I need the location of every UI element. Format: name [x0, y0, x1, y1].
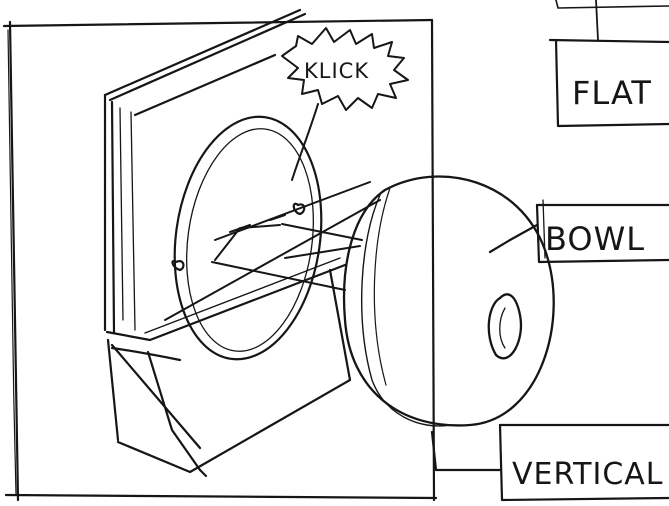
- bowl-knob: [344, 177, 554, 426]
- sketch-frame: [4, 20, 436, 500]
- label-flat: FLAT: [572, 74, 652, 112]
- click-callout: [282, 28, 408, 180]
- axle-lines: [165, 182, 380, 320]
- label-bowl: BOWL: [545, 220, 645, 258]
- label-vertical: VERTICAL: [512, 457, 664, 492]
- label-click: KLICK: [304, 59, 369, 83]
- click-disc: [160, 107, 337, 369]
